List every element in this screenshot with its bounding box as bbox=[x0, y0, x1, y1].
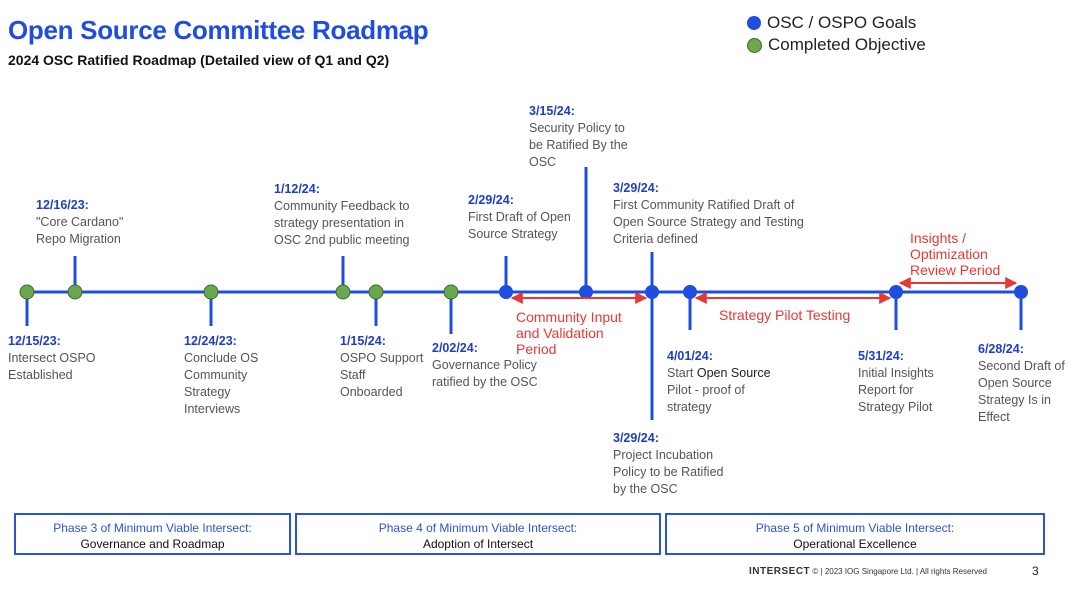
copyright-text: © | 2023 IOG Singapore Ltd. | All rights… bbox=[810, 567, 987, 576]
event-text: Governance Policy ratified by the OSC bbox=[432, 358, 538, 389]
event-1-12: 1/12/24: Community Feedback to strategy … bbox=[274, 181, 434, 249]
event-text: "Core Cardano" Repo Migration bbox=[36, 215, 124, 246]
event-12-16: 12/16/23: "Core Cardano" Repo Migration bbox=[36, 197, 146, 248]
event-3-29-incubation: 3/29/24: Project Incubation Policy to be… bbox=[613, 430, 738, 498]
node-completed-12-24 bbox=[203, 284, 219, 300]
event-date: 2/29/24: bbox=[468, 193, 514, 207]
legend-item-goals: OSC / OSPO Goals bbox=[747, 12, 926, 34]
event-12-15: 12/15/23: Intersect OSPO Established bbox=[8, 333, 118, 384]
node-completed-2-02 bbox=[443, 284, 459, 300]
phase-4-box: Phase 4 of Minimum Viable Intersect: Ado… bbox=[295, 513, 661, 555]
green-dot-icon bbox=[747, 37, 762, 53]
event-6-28: 6/28/24: Second Draft of Open Source Str… bbox=[978, 341, 1078, 426]
insights-period-label: Insights / Optimization Review Period bbox=[910, 230, 1001, 278]
event-text: Security Policy to be Ratified By the OS… bbox=[529, 121, 628, 169]
event-text: Second Draft of Open Source Strategy Is … bbox=[978, 359, 1065, 424]
node-goal-4-01 bbox=[683, 285, 697, 299]
node-completed-1-12 bbox=[335, 284, 351, 300]
event-2-02: 2/02/24: Governance Policy ratified by t… bbox=[432, 340, 542, 391]
phase-5-box: Phase 5 of Minimum Viable Intersect: Ope… bbox=[665, 513, 1045, 555]
node-goal-3-15 bbox=[579, 285, 593, 299]
event-date: 5/31/24: bbox=[858, 349, 904, 363]
phase-3-title: Phase 3 of Minimum Viable Intersect: bbox=[53, 521, 252, 535]
event-3-15: 3/15/24: Security Policy to be Ratified … bbox=[529, 103, 641, 171]
event-5-31: 5/31/24: Initial Insights Report for Str… bbox=[858, 348, 953, 416]
event-date: 3/29/24: bbox=[613, 431, 659, 445]
node-goal-2-29 bbox=[499, 285, 513, 299]
event-date: 2/02/24: bbox=[432, 341, 478, 355]
legend: OSC / OSPO Goals Completed Objective bbox=[747, 12, 926, 56]
phase-5-title: Phase 5 of Minimum Viable Intersect: bbox=[755, 521, 955, 535]
event-date: 1/15/24: bbox=[340, 334, 386, 348]
event-text-a: Start bbox=[667, 366, 697, 380]
event-text-b: Open Source bbox=[696, 366, 771, 380]
event-text-c: Pilot - proof of strategy bbox=[667, 383, 745, 414]
event-date: 6/28/24: bbox=[978, 342, 1024, 356]
phase-4-title: Phase 4 of Minimum Viable Intersect: bbox=[378, 521, 578, 535]
brand-logo: INTERSECT bbox=[749, 566, 811, 577]
event-text: First Draft of Open Source Strategy bbox=[468, 210, 571, 241]
node-goal-5-31 bbox=[889, 285, 903, 299]
event-3-29-strategy: 3/29/24: First Community Ratified Draft … bbox=[613, 180, 828, 248]
event-date: 3/15/24: bbox=[529, 104, 575, 118]
event-1-15: 1/15/24: OSPO Support Staff Onboarded bbox=[340, 333, 430, 401]
phase-3-name: Governance and Roadmap bbox=[80, 537, 225, 551]
event-text: Initial Insights Report for Strategy Pil… bbox=[858, 366, 934, 414]
event-2-29: 2/29/24: First Draft of Open Source Stra… bbox=[468, 192, 586, 243]
event-text: Community Feedback to strategy presentat… bbox=[274, 199, 410, 247]
legend-label-completed: Completed Objective bbox=[768, 35, 926, 54]
community-period-label: Community Input and Validation Period bbox=[516, 309, 622, 357]
legend-item-completed: Completed Objective bbox=[747, 34, 926, 56]
event-date: 12/24/23: bbox=[184, 334, 237, 348]
event-date: 4/01/24: bbox=[667, 349, 713, 363]
phase-4-name: Adoption of Intersect bbox=[422, 537, 534, 551]
event-text: Conclude OS Community Strategy Interview… bbox=[184, 351, 259, 416]
node-goal-3-29 bbox=[645, 285, 659, 299]
event-4-01: 4/01/24: Start Open Source Pilot - proof… bbox=[667, 348, 792, 416]
event-text: First Community Ratified Draft of Open S… bbox=[613, 198, 804, 246]
page-title: Open Source Committee Roadmap bbox=[8, 15, 429, 45]
phase-5-name: Operational Excellence bbox=[793, 537, 917, 551]
event-date: 12/15/23: bbox=[8, 334, 61, 348]
node-completed-12-16 bbox=[67, 284, 83, 300]
phase-3-box: Phase 3 of Minimum Viable Intersect: Gov… bbox=[14, 513, 291, 555]
event-text: OSPO Support Staff Onboarded bbox=[340, 351, 424, 399]
node-goal-6-28 bbox=[1014, 285, 1028, 299]
event-date: 12/16/23: bbox=[36, 198, 89, 212]
event-text: Intersect OSPO Established bbox=[8, 351, 96, 382]
blue-dot-icon bbox=[747, 16, 761, 30]
pilot-period-label: Strategy Pilot Testing bbox=[719, 307, 851, 323]
event-date: 3/29/24: bbox=[613, 181, 659, 195]
event-date: 1/12/24: bbox=[274, 182, 320, 196]
page-number: 3 bbox=[1032, 564, 1039, 578]
node-completed-12-15 bbox=[19, 284, 35, 300]
page-subtitle: 2024 OSC Ratified Roadmap (Detailed view… bbox=[8, 52, 390, 68]
node-completed-1-15 bbox=[368, 284, 384, 300]
event-text: Project Incubation Policy to be Ratified… bbox=[613, 448, 724, 496]
footer: INTERSECT © | 2023 IOG Singapore Ltd. | … bbox=[749, 566, 987, 577]
legend-label-goals: OSC / OSPO Goals bbox=[767, 13, 917, 32]
event-12-24: 12/24/23: Conclude OS Community Strategy… bbox=[184, 333, 282, 418]
